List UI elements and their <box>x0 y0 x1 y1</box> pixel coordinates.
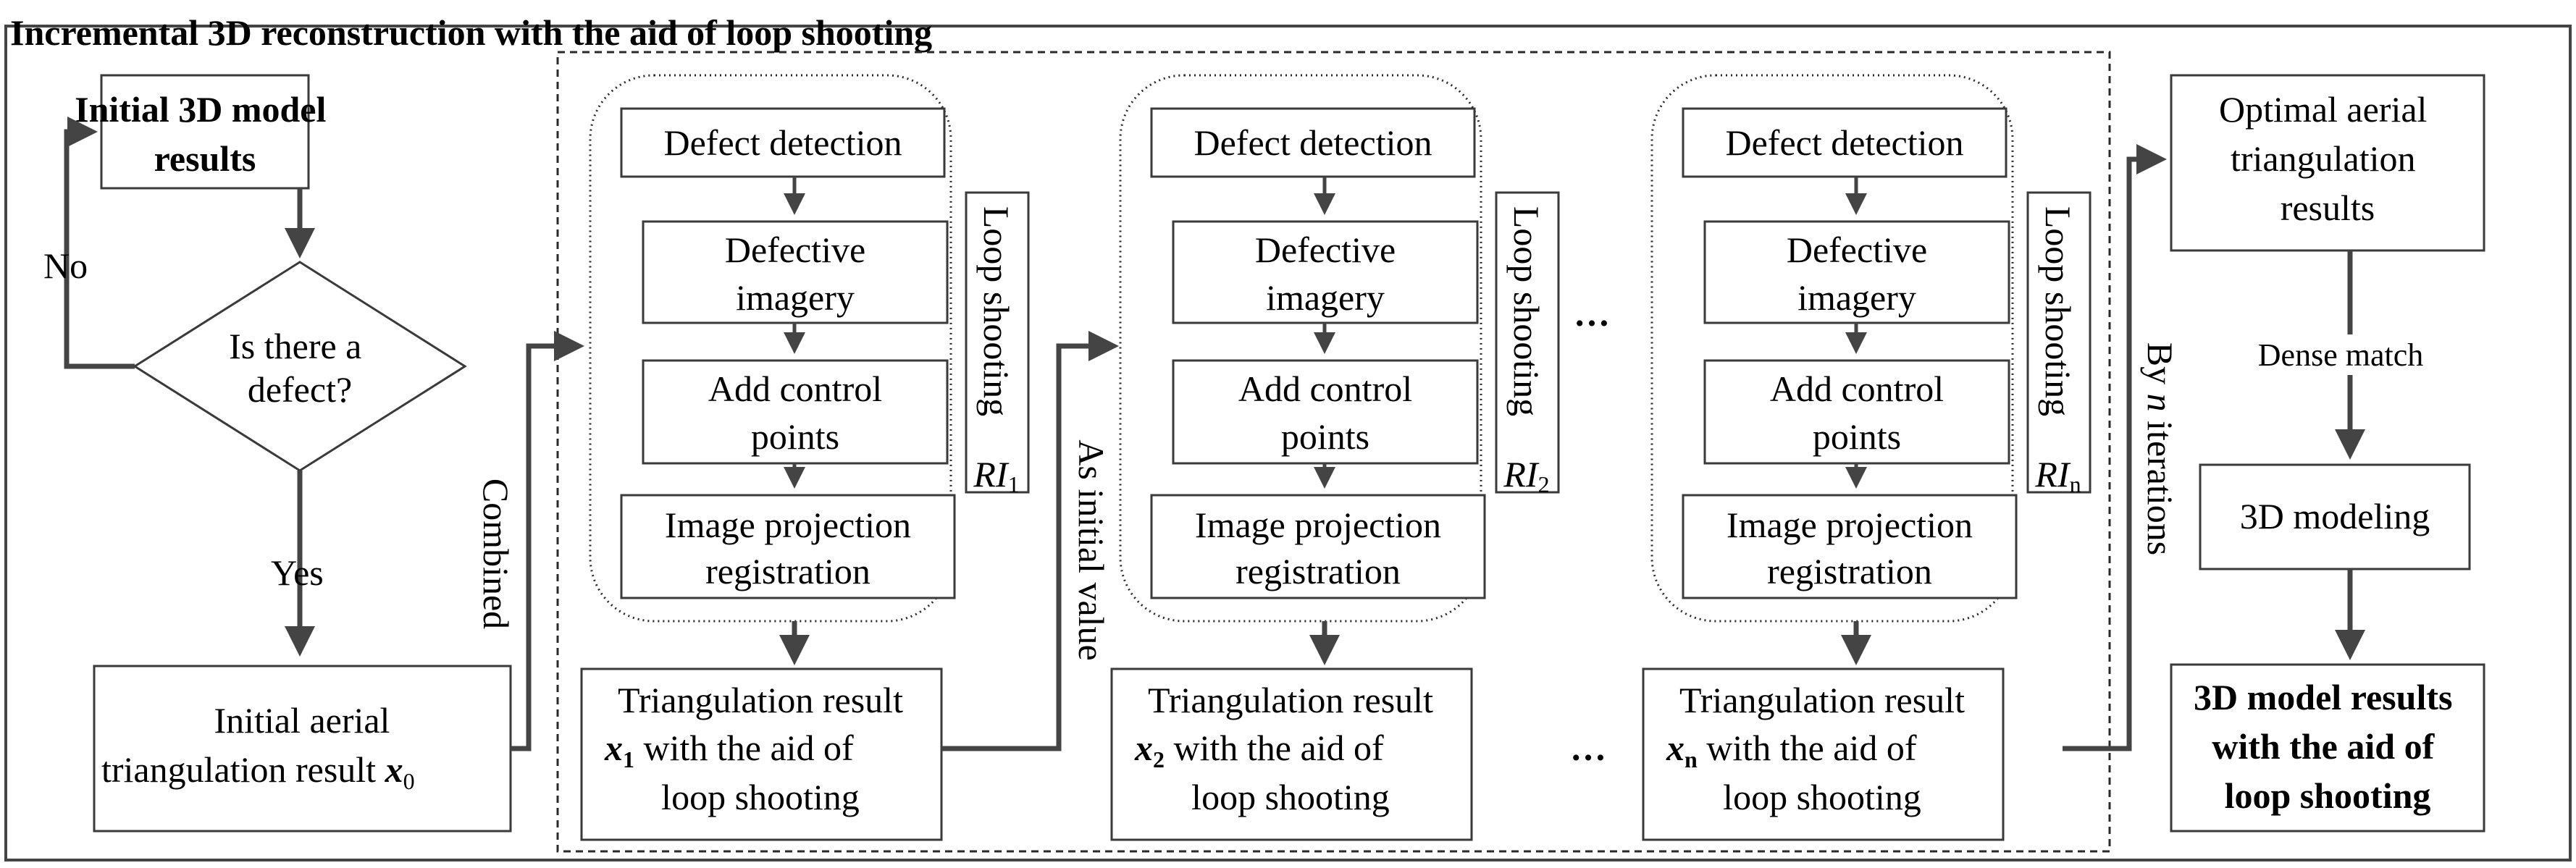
add-control-points-text: Add control <box>708 368 882 409</box>
image-projection-text-2: registration <box>1235 551 1401 591</box>
ellipsis-top: … <box>1574 293 1610 334</box>
defect-decision-diamond <box>133 261 467 472</box>
add-control-points-text-2: points <box>1281 416 1369 457</box>
loop-container <box>589 74 952 623</box>
triangulation-result-text-2: xn with the aid of <box>1666 728 1917 772</box>
defect-detection-box <box>620 107 946 178</box>
triangulation-result-text: Triangulation result <box>1148 680 1433 720</box>
image-projection-text-2: registration <box>1767 551 1932 591</box>
dense-match-label: Dense match <box>2258 337 2423 373</box>
3d-modeling-box <box>2199 463 2471 570</box>
defect-detection-text: Defect detection <box>1726 122 1964 163</box>
add-control-points-box <box>642 359 949 465</box>
defective-imagery-text-2: imagery <box>1797 277 1916 318</box>
loop-shooting-box <box>2026 191 2092 494</box>
image-projection-text: Image projection <box>665 505 911 545</box>
image-projection-box <box>1150 494 1486 599</box>
arrow-by-n-iterations <box>2063 144 2167 751</box>
ri-label: RI2 <box>1503 454 1549 497</box>
final-3d-model-box <box>2170 663 2485 833</box>
image-projection-text: Image projection <box>1195 505 1441 545</box>
by-n-iterations-label: By n iterations <box>2140 342 2181 555</box>
loop-shooting-box <box>965 191 1030 494</box>
loop-shooting-label: Loop shooting <box>2038 206 2078 416</box>
triangulation-result-box <box>1110 667 1473 841</box>
image-projection-text: Image projection <box>1727 505 1973 545</box>
initial-3d-model-text: Initial 3D model results <box>75 89 335 179</box>
optimal-triangulation-text: Optimal aerial triangulation results <box>2219 89 2436 228</box>
no-label: No <box>43 245 88 286</box>
triangulation-result-text: Triangulation result <box>618 680 903 720</box>
arrow-combined <box>511 331 584 751</box>
ri-label: RIn <box>2034 454 2081 497</box>
defective-imagery-text: Defective <box>725 229 865 270</box>
as-initial-value-label: As initial value <box>1071 439 1112 661</box>
triangulation-result-text: Triangulation result <box>1679 680 1965 720</box>
outer-frame <box>4 25 2572 861</box>
arrow-as-initial-value <box>941 331 1119 751</box>
image-projection-text-2: registration <box>705 551 870 591</box>
triangulation-result-text-3: loop shooting <box>1723 777 1921 817</box>
defective-imagery-text-2: imagery <box>1266 277 1385 318</box>
defect-detection-text: Defect detection <box>1194 122 1432 163</box>
dense-match-bg <box>2232 334 2446 375</box>
loop-iterations-container <box>556 51 2111 853</box>
defective-imagery-box <box>642 220 949 324</box>
image-projection-box <box>620 494 956 599</box>
triangulation-result-box <box>580 667 943 841</box>
initial-aerial-box <box>93 665 512 833</box>
defective-imagery-text-2: imagery <box>736 277 855 318</box>
defective-imagery-text: Defective <box>1787 229 1927 270</box>
loop-shooting-box <box>1495 191 1560 494</box>
initial-aerial-text-2: triangulation result x0 <box>101 749 415 794</box>
defective-imagery-box <box>1172 220 1479 324</box>
arrow-no-loop <box>64 117 135 369</box>
image-projection-box <box>1682 494 2018 599</box>
initial-aerial-text: Initial aerial <box>214 700 390 741</box>
final-3d-model-text: 3D model results with the aid of loop sh… <box>2194 677 2462 816</box>
triangulation-result-box <box>1642 667 2005 841</box>
loop-shooting-label: Loop shooting <box>976 206 1017 416</box>
3d-modeling-text: 3D modeling <box>2240 496 2430 536</box>
ri-label: RI1 <box>973 454 1019 497</box>
defect-detection-box <box>1682 107 2007 178</box>
add-control-points-box <box>1172 359 1479 465</box>
triangulation-result-text-2: x1 with the aid of <box>604 728 854 772</box>
initial-3d-model-box <box>100 74 310 190</box>
combined-label: Combined <box>476 479 516 629</box>
loop-container <box>1650 74 2014 623</box>
defective-imagery-box <box>1703 220 2010 324</box>
add-control-points-text: Add control <box>1770 368 1944 409</box>
defective-imagery-text: Defective <box>1255 229 1396 270</box>
diagram-title: Incremental 3D reconstruction with the a… <box>10 12 932 53</box>
defect-decision-text: Is there a defect? <box>229 326 371 410</box>
ellipsis-bottom: … <box>1570 728 1606 768</box>
triangulation-result-text-3: loop shooting <box>661 777 860 817</box>
yes-label: Yes <box>271 552 324 593</box>
defect-detection-text: Defect detection <box>664 122 902 163</box>
add-control-points-text: Add control <box>1238 368 1412 409</box>
defect-detection-box <box>1150 107 1476 178</box>
add-control-points-text-2: points <box>751 416 839 457</box>
loop-shooting-label: Loop shooting <box>1506 206 1547 416</box>
triangulation-result-text-2: x2 with the aid of <box>1134 728 1384 772</box>
loop-container <box>1119 74 1482 623</box>
optimal-triangulation-box <box>2170 74 2485 252</box>
triangulation-result-text-3: loop shooting <box>1191 777 1390 817</box>
add-control-points-text-2: points <box>1813 416 1901 457</box>
